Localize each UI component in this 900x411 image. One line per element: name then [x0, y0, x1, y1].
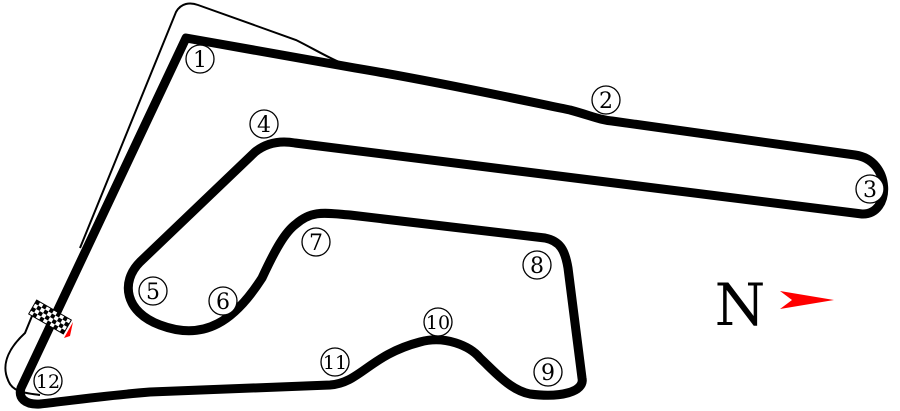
turn-label: 5: [146, 280, 160, 305]
north-arrow-icon: [780, 291, 834, 309]
start-finish-line: [27, 299, 73, 335]
race-track: [15, 33, 889, 409]
turn-label: 8: [530, 254, 544, 279]
compass: N: [715, 271, 834, 339]
turn-label: 12: [36, 371, 60, 393]
turn-label: 9: [541, 361, 555, 386]
turn-label: 7: [309, 231, 323, 256]
turn-marker: 4: [249, 109, 279, 139]
turn-label: 2: [599, 89, 613, 114]
turn-marker: 8: [522, 250, 552, 280]
direction-arrow-icon: [64, 322, 73, 338]
turn-label: 11: [323, 352, 347, 374]
turn-label: 4: [257, 113, 271, 138]
turn-marker: 1: [185, 44, 215, 74]
turn-label: 1: [193, 48, 207, 73]
turn-marker: 11: [320, 347, 350, 377]
turn-marker: 3: [855, 174, 885, 204]
turn-marker: 12: [33, 366, 63, 396]
turn-label: 10: [426, 312, 450, 334]
turn-label: 3: [863, 178, 877, 203]
turn-label: 6: [216, 290, 230, 315]
turn-marker: 2: [591, 85, 621, 115]
turn-marker: 5: [138, 276, 168, 306]
north-label: N: [715, 271, 766, 339]
turn-marker: 7: [301, 227, 331, 257]
turn-marker: 10: [423, 307, 453, 337]
turn-marker: 6: [208, 286, 238, 316]
turn-marker: 9: [533, 357, 563, 387]
